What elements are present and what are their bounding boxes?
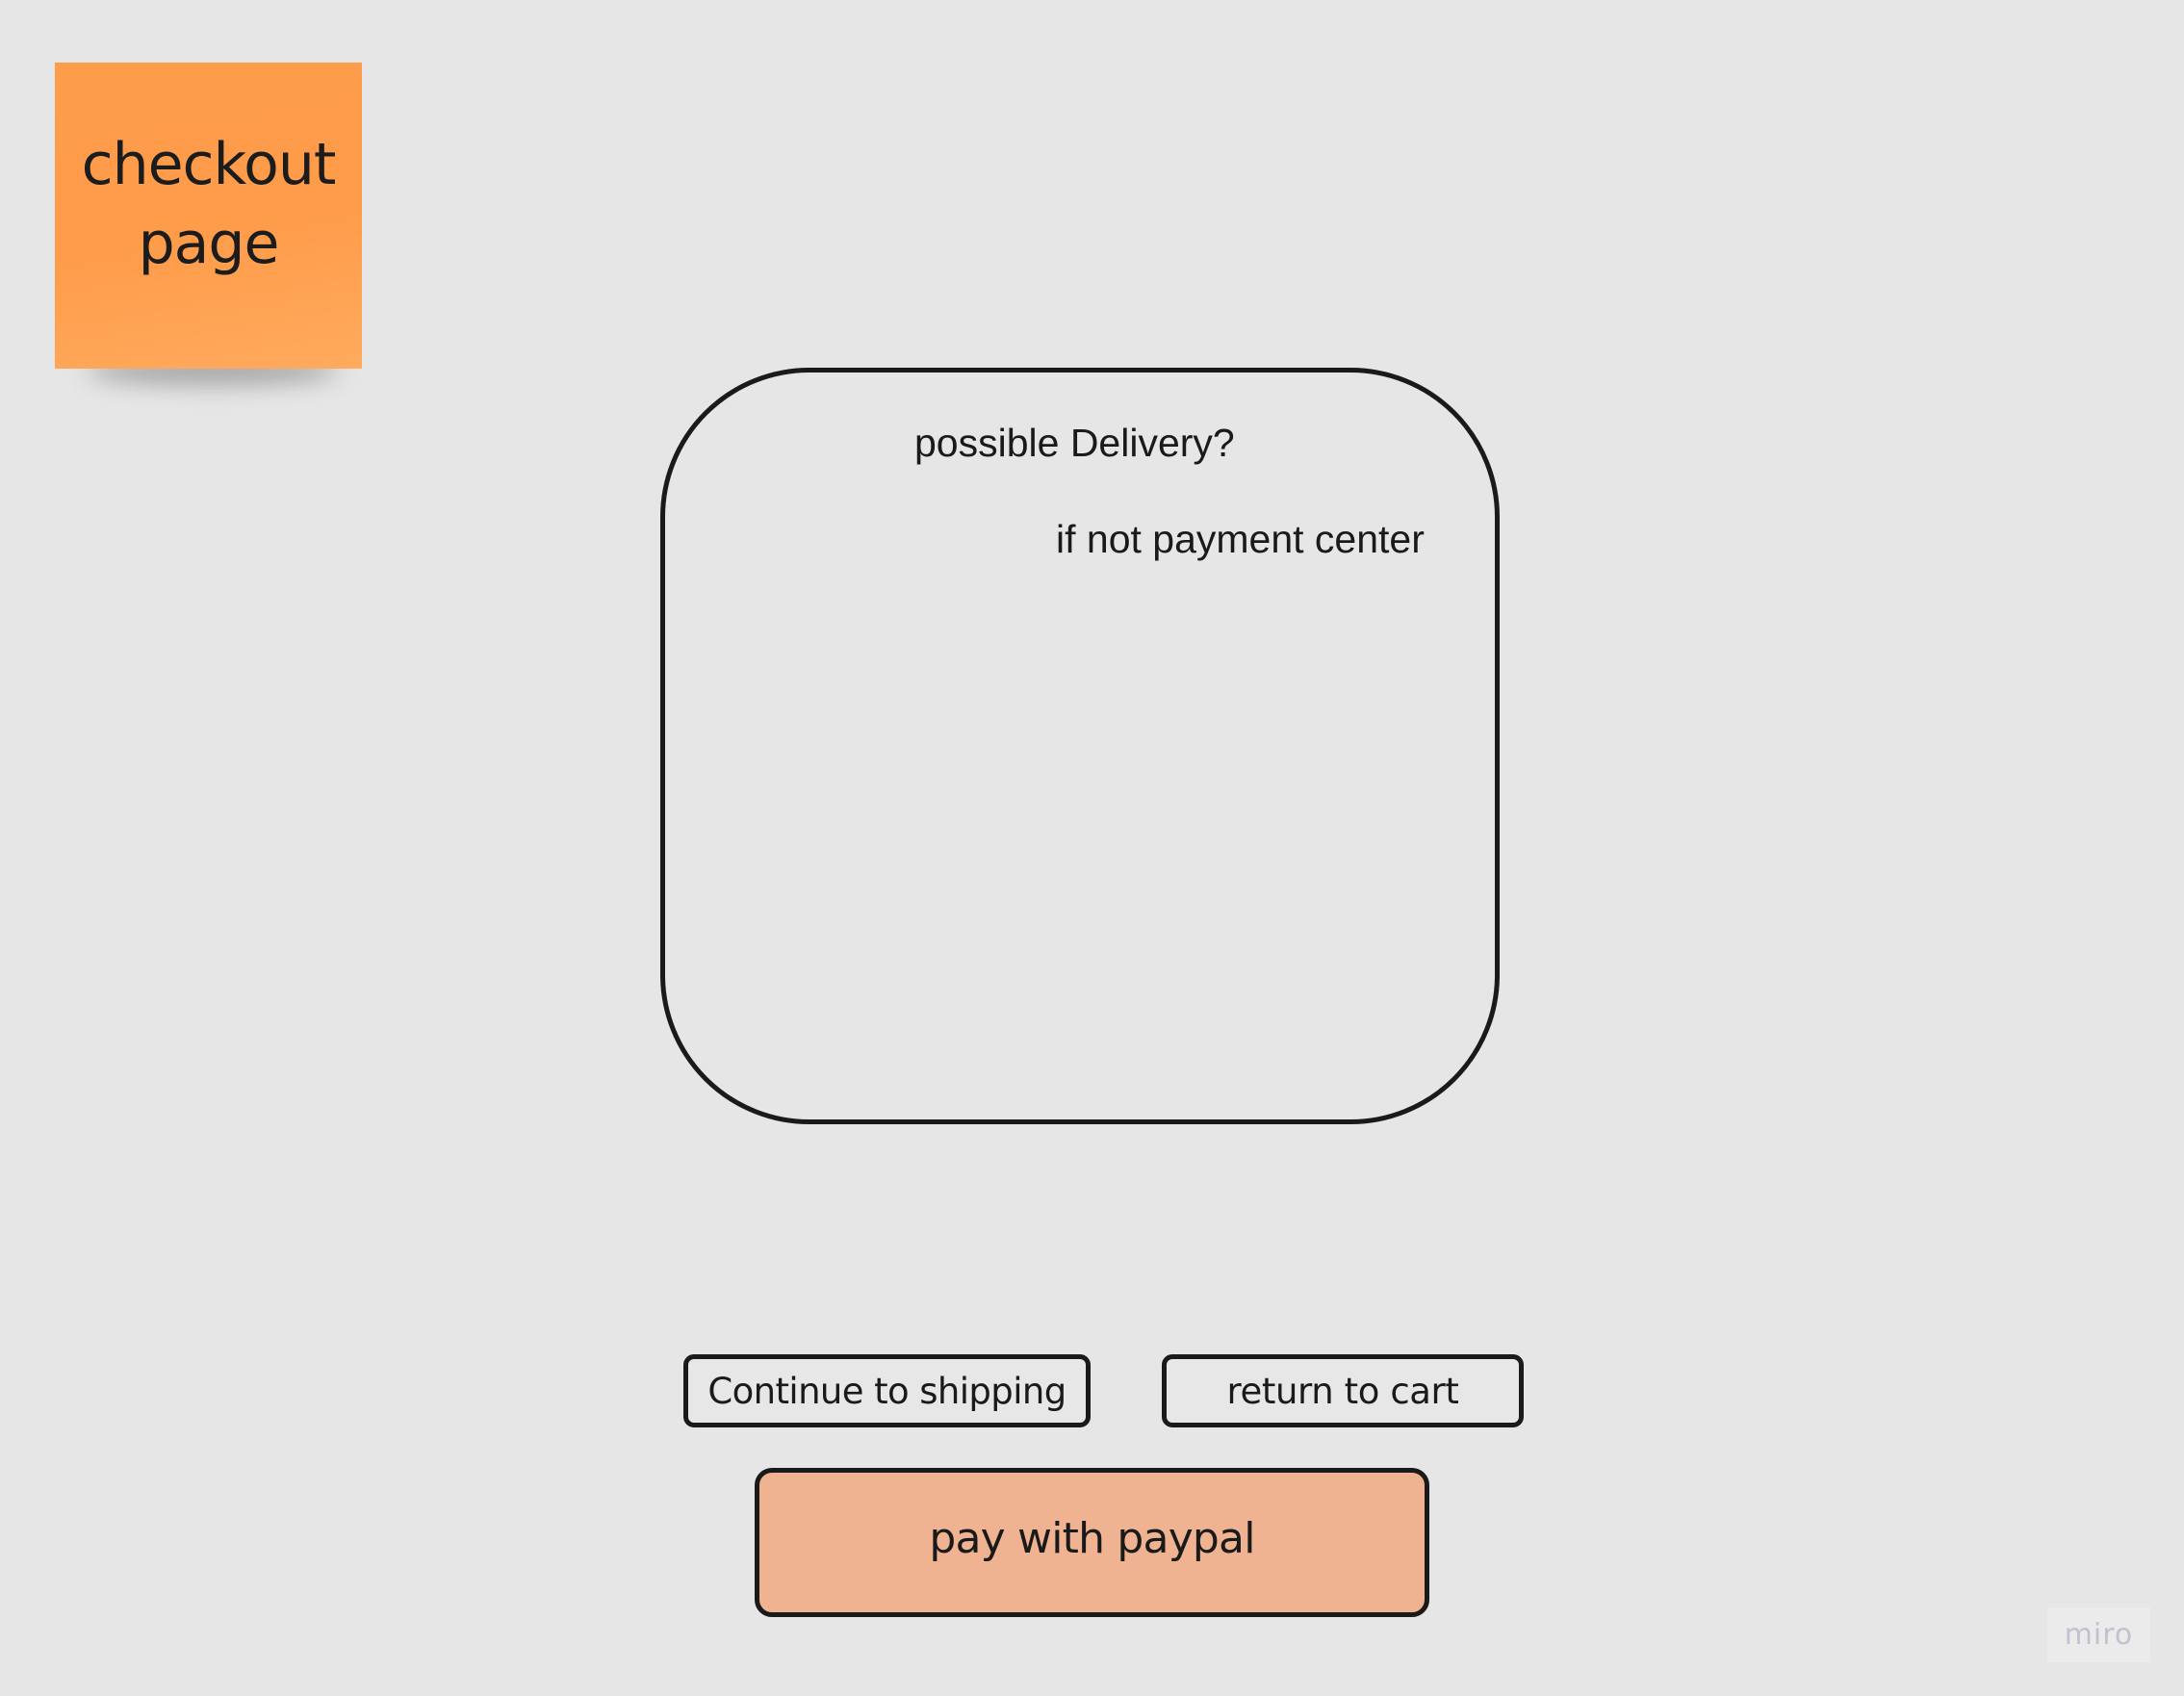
continue-to-shipping-label: Continue to shipping [707, 1370, 1066, 1412]
sticky-note-text: checkout page [81, 125, 337, 283]
sticky-note-line-2: page [138, 210, 280, 277]
sticky-note-checkout-page[interactable]: checkout page [55, 63, 362, 369]
return-to-cart-label: return to cart [1226, 1370, 1459, 1412]
sticky-note-line-1: checkout [81, 131, 337, 198]
continue-to-shipping-button[interactable]: Continue to shipping [683, 1354, 1091, 1427]
pay-with-paypal-button[interactable]: pay with paypal [755, 1468, 1429, 1617]
miro-watermark-text: miro [2064, 1618, 2134, 1652]
delivery-question-label[interactable]: possible Delivery? [914, 421, 1235, 465]
pay-with-paypal-label: pay with paypal [929, 1514, 1255, 1563]
content-area-rounded-rectangle[interactable] [660, 368, 1500, 1124]
return-to-cart-button[interactable]: return to cart [1162, 1354, 1524, 1427]
payment-center-label[interactable]: if not payment center [1056, 517, 1425, 561]
miro-watermark-logo: miro [2047, 1607, 2150, 1662]
